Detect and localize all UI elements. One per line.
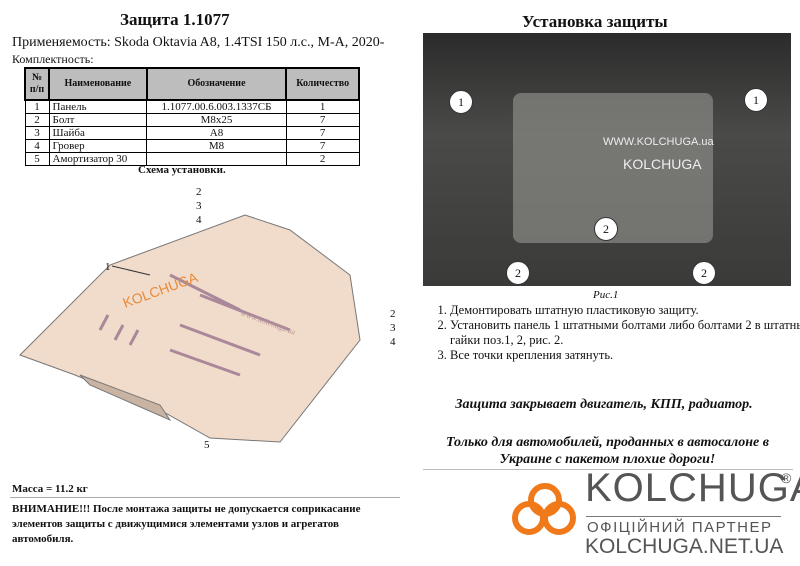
photo-brand: KOLCHUGA [623, 156, 702, 172]
photo-callout: 1 [744, 88, 768, 112]
photo-callout: 1 [449, 90, 473, 114]
step: Демонтировать штатную пластиковую защиту… [450, 303, 800, 318]
callout-2: 2 [196, 186, 202, 198]
photo-callout: 2 [506, 261, 530, 285]
diagram-callouts: 1 2 3 4 2 3 4 5 [105, 186, 396, 451]
cell: 7 [285, 139, 360, 153]
photo-callout: 2 [594, 217, 618, 241]
table-header: № п/п Наименование Обозначение Количеств… [24, 67, 360, 101]
coverage-note: Защита закрывает двигатель, КПП, радиато… [455, 397, 753, 412]
cell: Панель [48, 99, 148, 114]
kit-label: Комплектность: [12, 52, 94, 66]
cell: 4 [24, 139, 50, 153]
install-steps: Демонтировать штатную пластиковую защиту… [420, 303, 800, 363]
cell: 2 [24, 113, 50, 127]
figure-caption: Рис.1 [593, 289, 619, 301]
installation-title: Установка защиты [522, 12, 668, 31]
installation-photo: WWW.KOLCHUGA.ua KOLCHUGA 1 1 2 2 2 [423, 33, 791, 286]
panel-flange [79, 374, 172, 422]
cell: 3 [24, 126, 50, 140]
cell: M8 [146, 139, 287, 153]
cell: A8 [146, 126, 287, 140]
step: Установить панель 1 штатными болтами либ… [450, 318, 800, 348]
registered-mark: ® [781, 470, 792, 486]
rings-icon [512, 483, 576, 535]
callout-4: 4 [390, 336, 396, 348]
installation-diagram: KOLCHUGA www.kolchuga.ua 1 2 3 4 2 3 4 5 [19, 186, 396, 451]
callout-3: 3 [390, 322, 396, 334]
kolchuga-logo: KOLCHUGA ® ОФІЦІЙНИЙ ПАРТНЕР KOLCHUGA.NE… [505, 466, 800, 562]
cell: 7 [285, 126, 360, 140]
cell [146, 152, 287, 166]
col-header: № п/п [24, 67, 50, 101]
warning-text: ВНИМАНИЕ!!! После монтажа защиты не допу… [12, 503, 361, 545]
callout-1: 1 [105, 261, 111, 273]
logo-brand: KOLCHUGA [585, 466, 800, 510]
col-header: Наименование [48, 67, 148, 101]
cell: 1 [24, 99, 50, 114]
cell: 7 [285, 113, 360, 127]
step: Все точки крепления затянуть. [450, 348, 800, 363]
panel-ribs [98, 273, 291, 377]
cell: M8x25 [146, 113, 287, 127]
cell: 5 [24, 152, 50, 166]
callout-3: 3 [196, 200, 202, 212]
parts-table: № п/п Наименование Обозначение Количеств… [24, 67, 360, 166]
cell: 1.1077.00.6.003.1337СБ [146, 99, 287, 114]
cell: Гровер [48, 139, 148, 153]
photo-watermark: WWW.KOLCHUGA.ua [603, 136, 714, 148]
ukraine-note: Только для автомобилей, проданных в авто… [446, 435, 769, 467]
cell: 1 [285, 99, 360, 114]
col-header: Обозначение [145, 67, 288, 101]
cell: Болт [48, 113, 148, 127]
photo-callout: 2 [692, 261, 716, 285]
logo-partner: ОФІЦІЙНИЙ ПАРТНЕР [587, 519, 773, 536]
callout-5: 5 [204, 439, 210, 451]
logo-site[interactable]: KOLCHUGA.NET.UA [585, 535, 784, 558]
applicability: Применяемость: Skoda Oktavia A8, 1.4TSI … [12, 35, 385, 50]
cell: Амортизатор 30 [48, 152, 148, 166]
cell: 2 [285, 152, 360, 166]
callout-4: 4 [196, 214, 202, 226]
cell: Шайба [48, 126, 148, 140]
scheme-title: Схема установки. [138, 164, 226, 176]
mass: Масса = 11.2 кг [12, 483, 88, 495]
col-header: Количество [285, 67, 360, 101]
callout-2: 2 [390, 308, 396, 320]
document-title: Защита 1.1077 [120, 10, 230, 29]
